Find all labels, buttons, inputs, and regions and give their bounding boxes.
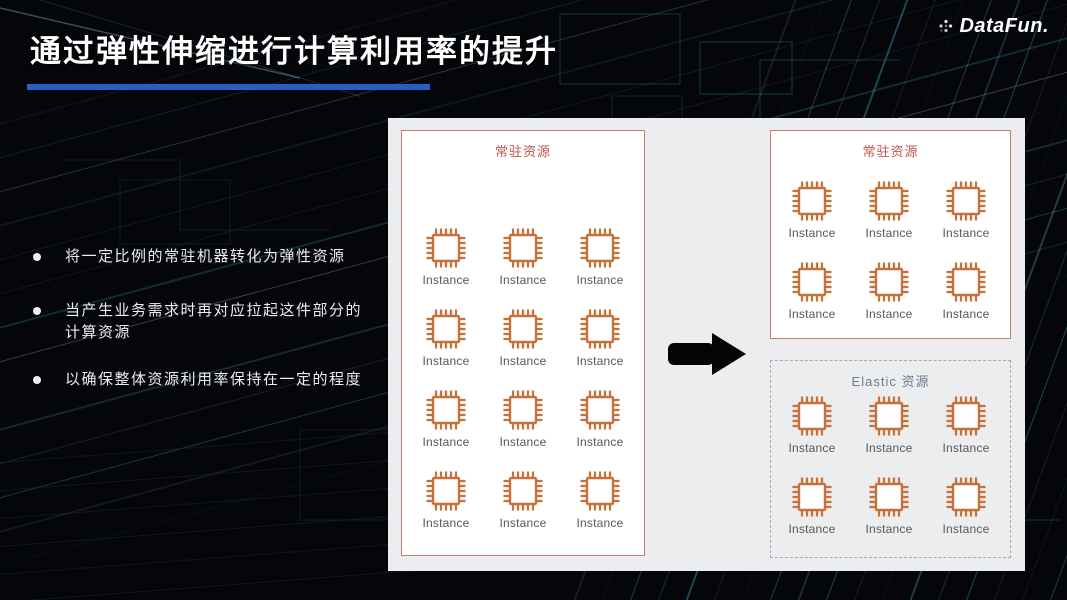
instance-label: Instance [576, 435, 624, 449]
chip-icon [790, 475, 834, 519]
box-title: 常驻资源 [494, 144, 551, 159]
instance-cell: Instance [780, 179, 844, 240]
box-title: 常驻资源 [862, 144, 919, 159]
instance-cell: Instance [934, 475, 998, 536]
instance-cell: Instance [568, 226, 632, 287]
instance-cell: Instance [857, 260, 921, 321]
chip-icon [944, 475, 988, 519]
instance-label: Instance [788, 441, 836, 455]
chip-icon [867, 260, 911, 304]
instance-cell: Instance [568, 388, 632, 449]
instance-cell: Instance [857, 179, 921, 240]
instance-label: Instance [576, 273, 624, 287]
instance-label: Instance [422, 273, 470, 287]
instance-cell: Instance [780, 260, 844, 321]
instance-label: Instance [499, 516, 547, 530]
chip-icon [501, 388, 545, 432]
instance-label: Instance [499, 435, 547, 449]
instance-cell: Instance [568, 307, 632, 368]
instance-cell: Instance [491, 307, 555, 368]
transform-arrow-icon [668, 333, 746, 375]
instance-label: Instance [788, 307, 836, 321]
instance-cell: Instance [857, 475, 921, 536]
chip-icon [944, 260, 988, 304]
bullet-item: 当产生业务需求时再对应拉起这件部分的 计算资源 [33, 300, 362, 344]
instance-label: Instance [499, 273, 547, 287]
instance-label: Instance [865, 226, 913, 240]
instance-label: Instance [422, 354, 470, 368]
instance-cell: Instance [934, 260, 998, 321]
instance-label: Instance [422, 516, 470, 530]
box-title: Elastic 资源 [851, 374, 930, 389]
chip-icon [790, 394, 834, 438]
bullet-dot [33, 253, 41, 261]
instance-grid: Instance Instance Instance Instance [414, 226, 632, 530]
datafun-logo-icon [939, 19, 953, 32]
instance-cell: Instance [414, 469, 478, 530]
instance-grid: Instance Instance Instance Instance [780, 394, 998, 536]
chip-icon [790, 260, 834, 304]
instance-label: Instance [865, 441, 913, 455]
instance-label: Instance [942, 226, 990, 240]
chip-icon [424, 226, 468, 270]
resident-resources-box-after: 常驻资源 Instance Instance Instance [770, 130, 1011, 339]
page-title: 通过弹性伸缩进行计算利用率的提升 [30, 34, 558, 69]
bullet-dot [33, 307, 41, 315]
chip-icon [867, 394, 911, 438]
chip-icon [424, 307, 468, 351]
chip-icon [867, 179, 911, 223]
instance-label: Instance [576, 354, 624, 368]
chip-icon [501, 469, 545, 513]
bullet-text: 当产生业务需求时再对应拉起这件部分的 计算资源 [65, 302, 363, 341]
resident-resources-box-before: 常驻资源 Instance Instance Instance [401, 130, 645, 556]
instance-label: Instance [865, 522, 913, 536]
bullet-item: 以确保整体资源利用率保持在一定的程度 [33, 369, 362, 391]
instance-cell: Instance [414, 388, 478, 449]
instance-cell: Instance [491, 469, 555, 530]
bullet-text: 以确保整体资源利用率保持在一定的程度 [65, 371, 363, 388]
instance-grid: Instance Instance Instance Instance [780, 179, 998, 321]
instance-label: Instance [576, 516, 624, 530]
instance-label: Instance [788, 522, 836, 536]
chip-icon [790, 179, 834, 223]
instance-cell: Instance [568, 469, 632, 530]
instance-cell: Instance [780, 394, 844, 455]
instance-cell: Instance [414, 226, 478, 287]
bullet-text: 将一定比例的常驻机器转化为弹性资源 [65, 248, 346, 265]
instance-cell: Instance [934, 394, 998, 455]
chip-icon [867, 475, 911, 519]
instance-cell: Instance [491, 388, 555, 449]
chip-icon [944, 394, 988, 438]
bullet-dot [33, 376, 41, 384]
chip-icon [501, 226, 545, 270]
instance-label: Instance [942, 307, 990, 321]
instance-label: Instance [942, 441, 990, 455]
chip-icon [578, 469, 622, 513]
chip-icon [578, 307, 622, 351]
chip-icon [424, 388, 468, 432]
chip-icon [501, 307, 545, 351]
chip-icon [424, 469, 468, 513]
instance-cell: Instance [857, 394, 921, 455]
chip-icon [944, 179, 988, 223]
instance-label: Instance [942, 522, 990, 536]
chip-icon [578, 388, 622, 432]
instance-cell: Instance [934, 179, 998, 240]
bullet-item: 将一定比例的常驻机器转化为弹性资源 [33, 246, 346, 268]
diagram-panel: 常驻资源 Instance Instance Instance [388, 118, 1025, 571]
elastic-resources-box: Elastic 资源 Instance Instance Instance [770, 360, 1011, 558]
instance-label: Instance [865, 307, 913, 321]
instance-label: Instance [788, 226, 836, 240]
datafun-logo-text: DataFun. [959, 15, 1049, 37]
chip-icon [578, 226, 622, 270]
title-underline [27, 84, 430, 90]
instance-cell: Instance [491, 226, 555, 287]
instance-label: Instance [499, 354, 547, 368]
instance-label: Instance [422, 435, 470, 449]
datafun-logo: DataFun. [937, 15, 1049, 38]
instance-cell: Instance [414, 307, 478, 368]
instance-cell: Instance [780, 475, 844, 536]
